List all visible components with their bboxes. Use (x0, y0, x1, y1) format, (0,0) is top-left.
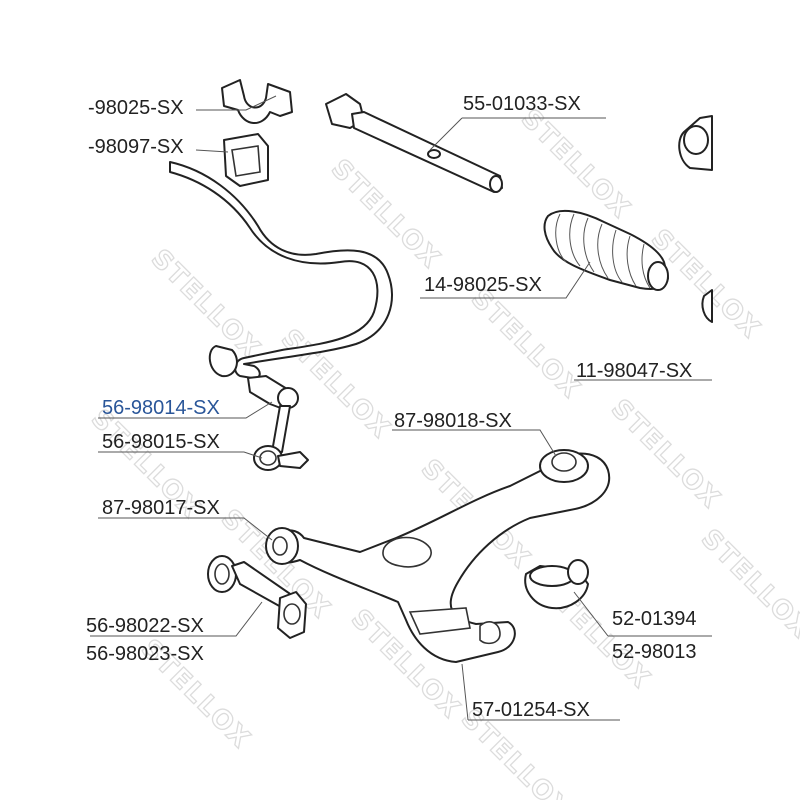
watermark-text: STELLOX (465, 284, 586, 405)
watermark-text: STELLOX (145, 244, 266, 365)
steering-boot-part (543, 209, 669, 291)
label-56-98015[interactable]: 56-98015-SX (102, 431, 220, 453)
stabilizer-link-part (247, 375, 309, 471)
tie-rod-part (325, 93, 503, 193)
label-56-98023[interactable]: 56-98023-SX (86, 643, 204, 665)
label-87-98018[interactable]: 87-98018-SX (394, 410, 512, 432)
stabilizer-bushing-part (223, 133, 269, 187)
label-98025[interactable]: -98025-SX (88, 97, 184, 119)
part-labels: -98025-SX 55-01033-SX -98097-SX 14-98025… (86, 93, 697, 721)
label-57-01254[interactable]: 57-01254-SX (472, 699, 590, 721)
label-87-98017[interactable]: 87-98017-SX (102, 497, 220, 519)
stabilizer-bar-part (169, 161, 393, 380)
stabilizer-bracket-part (221, 79, 293, 124)
watermark-text: STELLOX (605, 394, 726, 515)
label-56-98014[interactable]: 56-98014-SX (102, 397, 220, 419)
lateral-link-part (207, 555, 307, 639)
strut-mount-part (678, 115, 713, 323)
ball-joint-part (524, 559, 589, 610)
label-52-01394[interactable]: 52-01394 (612, 608, 697, 630)
label-55-01033[interactable]: 55-01033-SX (463, 93, 581, 115)
label-52-98013[interactable]: 52-98013 (612, 641, 697, 663)
label-14-98025[interactable]: 14-98025-SX (424, 274, 542, 296)
label-11-98047[interactable]: 11-98047-SX (576, 360, 692, 382)
label-98097[interactable]: -98097-SX (88, 136, 184, 158)
lower-control-arm-part (265, 449, 611, 663)
leader-lines (90, 95, 712, 721)
watermark-text: STELLOX (695, 524, 800, 645)
watermark-text: STELLOX (515, 104, 636, 225)
label-56-98022[interactable]: 56-98022-SX (86, 615, 204, 637)
